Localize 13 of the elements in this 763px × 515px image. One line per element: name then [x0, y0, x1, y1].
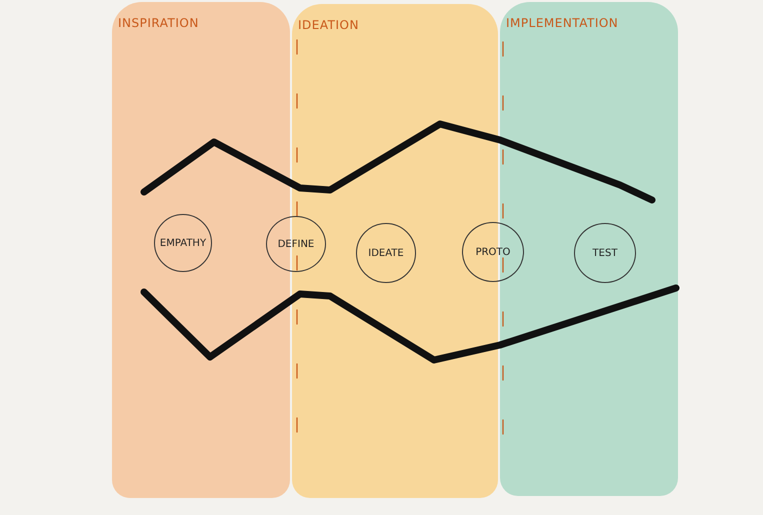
step-label: IDEATE [368, 248, 404, 258]
step-label: EMPATHY [160, 238, 206, 248]
step-circle [356, 223, 416, 283]
step-circle [462, 222, 524, 282]
phase-heading: INSPIRATION [118, 16, 199, 30]
step-label: PROTO [476, 246, 510, 258]
step-circle [574, 223, 636, 283]
step-label: DEFINE [278, 238, 314, 250]
step-circle [154, 214, 212, 272]
step-circle [266, 216, 326, 272]
phase-heading: IDEATION [298, 18, 359, 32]
phase-heading: IMPLEMENTATION [506, 16, 618, 30]
step-label: TEST [592, 248, 618, 258]
